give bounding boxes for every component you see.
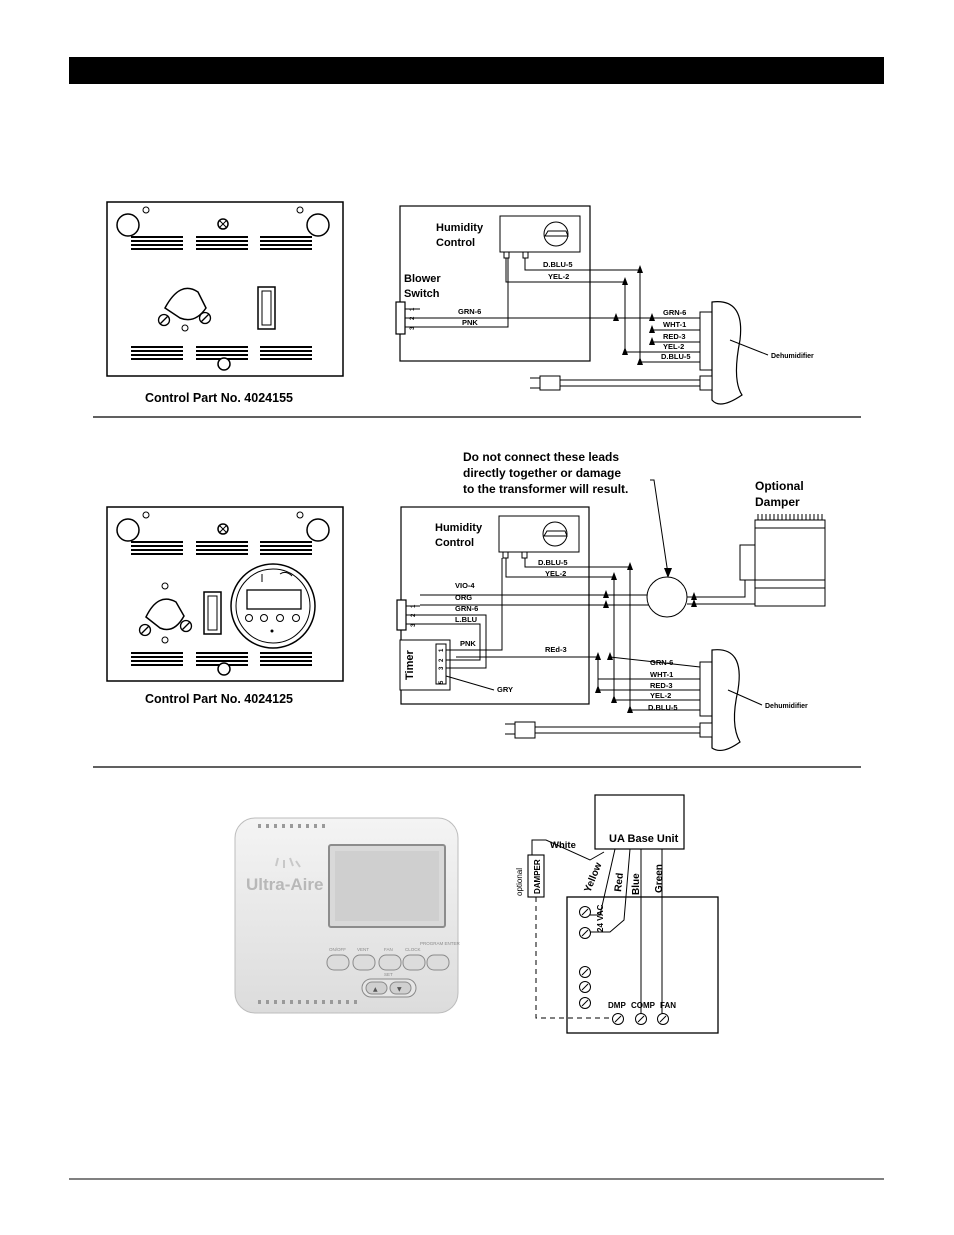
dehum-wire-2-1: WHT-1: [650, 670, 673, 679]
dehum-wire-1-2: RED-3: [663, 332, 686, 341]
humidity-control-label-1a: Humidity: [436, 222, 484, 234]
control-panel-2: [106, 506, 344, 682]
wire2-grn: GRN-6: [455, 604, 478, 613]
timer-label: Timer: [404, 650, 416, 680]
timer-pin-3: 3: [439, 666, 445, 670]
thermostat-btn-label-fan: FAN: [384, 947, 393, 952]
dehum-wire-2-3: YEL-2: [650, 691, 671, 700]
timer-pin-1: 1: [439, 648, 445, 652]
wire2-dblu: D.BLU-5: [538, 558, 568, 567]
thermostat-btn-label-vent: VENT: [357, 947, 369, 952]
wire2-red: REd-3: [545, 645, 567, 654]
wire-pnk-1: PNK: [462, 318, 478, 327]
dehum-wire-2-4: D.BLU-5: [648, 703, 678, 712]
warning-line-3: to the transformer will result.: [463, 482, 628, 496]
optional-label: optional: [515, 868, 524, 896]
control-panel-1: [106, 201, 344, 377]
dehum-wire-1-1: WHT-1: [663, 320, 686, 329]
dehum-wire-1-4: D.BLU-5: [661, 352, 691, 361]
wire2-yel: YEL-2: [545, 569, 566, 578]
damper-label: DAMPER: [533, 859, 542, 894]
ua-base-unit-label: UA Base Unit: [609, 833, 679, 845]
humidity-control-label-2a: Humidity: [435, 522, 483, 534]
thermostat-arrow-up-icon: ▲: [373, 986, 378, 993]
wire2-vio: VIO-4: [455, 581, 475, 590]
dehumidifier-label-1: Dehumidifier: [771, 353, 814, 360]
white-wire-label: White: [550, 840, 576, 851]
wire-arrows-1: [613, 265, 655, 365]
wiring-diagram-1: [395, 205, 769, 405]
wire2-lblu: L.BLU: [455, 615, 477, 624]
dehum-wire-1-0: GRN-6: [663, 308, 686, 317]
blower-switch-label-b: Switch: [404, 288, 440, 300]
control-part-label-2: Control Part No. 4024125: [145, 692, 293, 706]
green-wire-label: Green: [654, 864, 665, 893]
thermostat-brand: Ultra-Aire: [246, 875, 323, 894]
wire-dblu-1: D.BLU-5: [543, 260, 573, 269]
dehum-wire-2-2: RED-3: [650, 681, 673, 690]
terminal-dmp: DMP: [608, 1001, 626, 1010]
thermostat-device: [234, 817, 459, 1014]
red-wire-label: Red: [613, 872, 626, 892]
dehum-wire-2-0: GRN-6: [650, 658, 673, 667]
yellow-wire-label: Yellow: [583, 861, 605, 894]
warning-line-1: Do not connect these leads: [463, 450, 619, 464]
timer-pin-2: 2: [439, 658, 445, 662]
switch-pin-3: 3: [410, 326, 416, 330]
header-bar: [69, 57, 884, 84]
switch2-pin-2: 2: [411, 613, 417, 617]
wire2-pnk: PNK: [460, 639, 476, 648]
wire2-org: ORG: [455, 593, 472, 602]
optional-damper-label-b: Damper: [755, 495, 800, 509]
control-part-label-1: Control Part No. 4024155: [145, 391, 293, 405]
wire-yel-1: YEL-2: [548, 272, 569, 281]
humidity-control-label-2b: Control: [435, 537, 474, 549]
dehumidifier-label-2: Dehumidifier: [765, 703, 808, 710]
thermostat-btn-label-clock: CLOCK: [405, 947, 421, 952]
switch2-pin-3: 3: [411, 623, 417, 627]
terminal-comp: COMP: [631, 1001, 656, 1010]
switch2-pin-1: 1: [411, 604, 417, 608]
humidity-control-label-1b: Control: [436, 237, 475, 249]
warning-line-2: directly together or damage: [463, 466, 621, 480]
wire-grn-1: GRN-6: [458, 307, 481, 316]
terminal-fan: FAN: [660, 1001, 676, 1010]
wire2-gry: GRY: [497, 685, 513, 694]
optional-damper-label-a: Optional: [755, 479, 804, 493]
thermostat-arrow-down-icon: ▼: [397, 986, 402, 993]
dehum-wire-1-3: YEL-2: [663, 342, 684, 351]
wiring-diagram-2: [396, 479, 826, 752]
switch-pin-2: 2: [410, 316, 416, 320]
thermostat-set-label: SET: [384, 972, 393, 977]
vac-label: 24 VAC: [596, 904, 605, 932]
wiring-diagram-3: [527, 794, 719, 1034]
blower-switch-label-a: Blower: [404, 273, 441, 285]
blue-wire-label: Blue: [631, 873, 642, 895]
thermostat-btn-label-onoff: ON/OFF: [329, 947, 346, 952]
timer-pin-5: 5: [439, 680, 445, 684]
thermostat-btn-label-program: PROGRAM ENTER: [420, 941, 461, 946]
switch-pin-1: 1: [410, 307, 416, 311]
